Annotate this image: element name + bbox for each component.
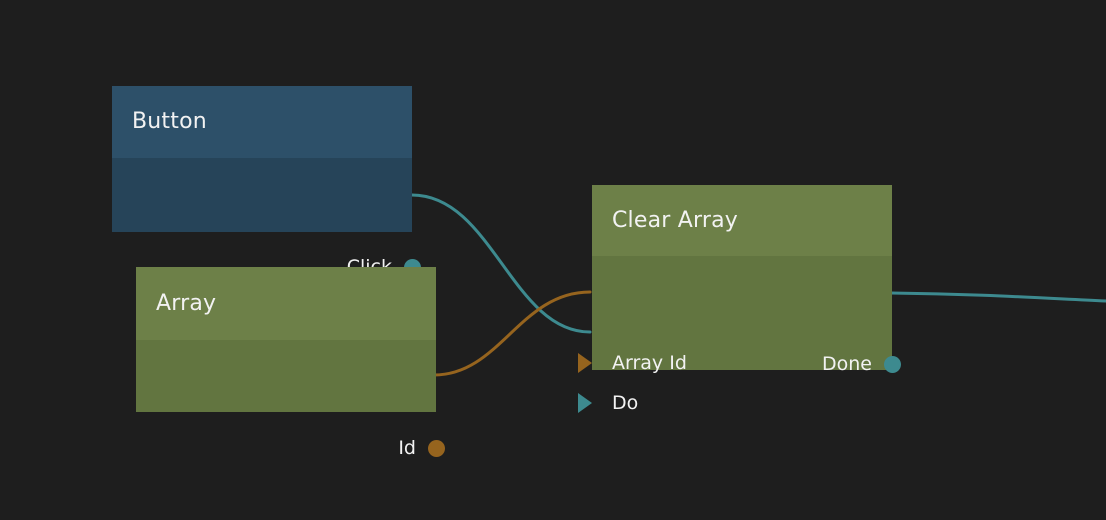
port-label: Do	[612, 391, 639, 414]
node-title: Button	[132, 109, 207, 134]
node-body: Id	[136, 340, 445, 457]
wire[interactable]	[432, 290, 592, 377]
port-arrow-array-id[interactable]	[578, 353, 592, 373]
node-header[interactable]: Clear Array	[592, 185, 892, 256]
node-header[interactable]: Array	[136, 267, 436, 340]
node-title: Clear Array	[612, 207, 738, 233]
port-output-id[interactable]: Id	[398, 437, 436, 459]
wire[interactable]	[889, 291, 1106, 303]
port-input-array-id[interactable]: Array Id	[592, 352, 687, 374]
port-input-do[interactable]: Do	[592, 392, 638, 414]
node-header[interactable]: Button	[112, 86, 412, 158]
port-arrow-do[interactable]	[578, 393, 592, 413]
port-output-done[interactable]: Done	[822, 353, 892, 375]
port-label: Done	[822, 352, 872, 375]
node-body: Click	[112, 158, 421, 276]
port-dot-done[interactable]	[883, 355, 901, 373]
node-button[interactable]: ButtonClick	[112, 86, 421, 276]
port-dot-id[interactable]	[427, 439, 445, 457]
port-label: Id	[398, 436, 416, 459]
wire[interactable]	[410, 193, 592, 334]
node-body: Array Id Do Done	[578, 256, 901, 413]
port-label: Array Id	[612, 351, 687, 374]
node-title: Array	[156, 290, 217, 316]
